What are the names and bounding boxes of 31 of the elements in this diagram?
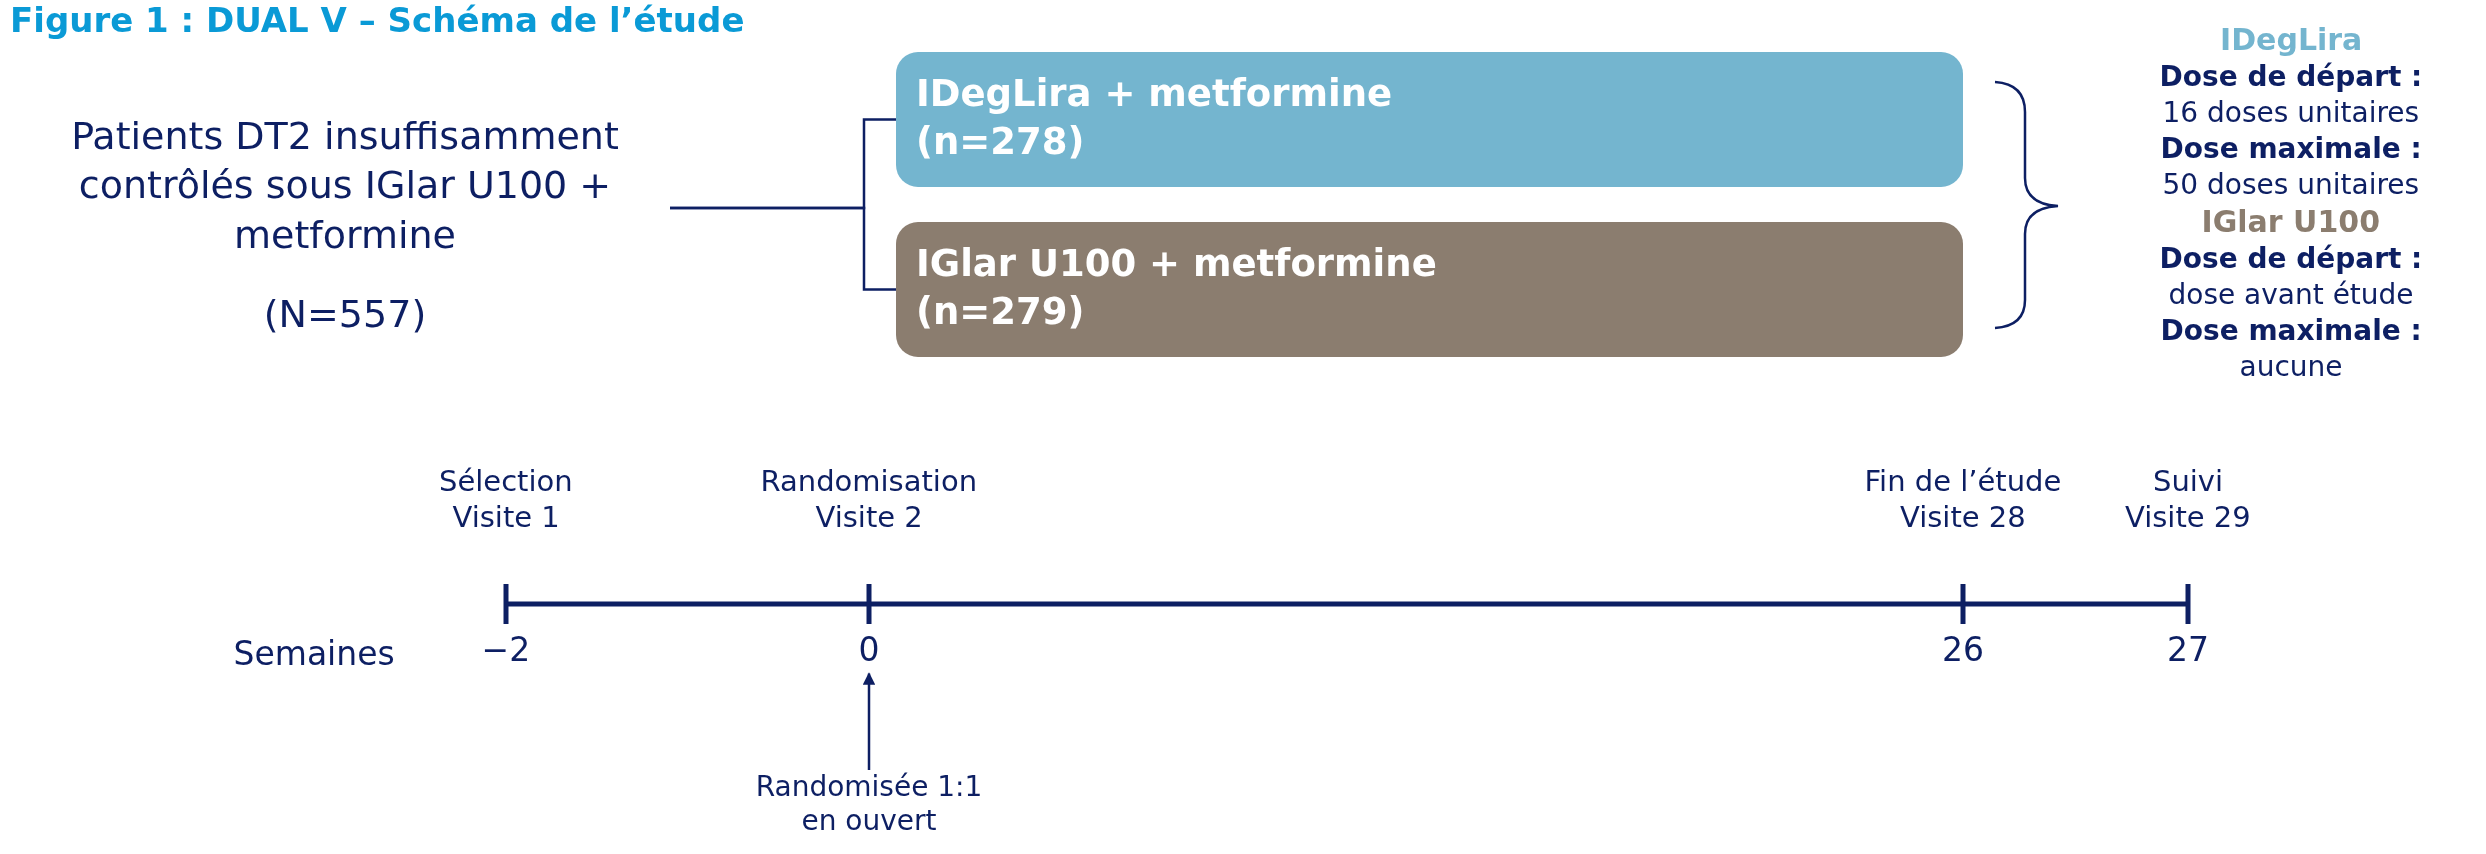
tick-label: −2	[481, 630, 531, 669]
tick-label: 0	[849, 630, 889, 670]
axis-label: Semaines	[233, 634, 395, 673]
arm-heading: IGlar U100	[2201, 204, 2381, 239]
visit-label: Visite 1	[452, 500, 560, 534]
figure-title: Figure 1 : DUAL V – Schéma de l’étude	[10, 0, 745, 40]
dose-value: dose avant étude	[2168, 278, 2414, 311]
visit-label: Sélection	[439, 464, 573, 498]
dose-label: Dose maximale :	[2160, 314, 2422, 347]
visit-label: Fin de l’étude	[1864, 464, 2062, 498]
dose-label: Dose de départ :	[2159, 242, 2423, 275]
randomisation-note: Randomisée 1:1 en ouvert	[744, 770, 994, 839]
tick-label: 27	[2167, 630, 2209, 669]
visit-label: Randomisation	[760, 464, 978, 498]
visit-label: Visite 2	[815, 500, 923, 534]
treatment-arm-box: IGlar U100 + metformine (n=279)	[896, 222, 1963, 357]
treatment-arm-box: IDegLira + metformine (n=278)	[896, 52, 1963, 187]
visit-label: Visite 29	[2125, 500, 2251, 534]
dose-label: Dose maximale :	[2160, 132, 2422, 165]
visit-label: Suivi	[2153, 464, 2224, 498]
patient-group-text: Patients DT2 insuffisamment contrôlés sous IGlar U100 + metformine	[70, 113, 620, 259]
arm-heading: IDegLira	[2220, 22, 2363, 57]
tick-label: 26	[1942, 630, 1984, 669]
dose-value: aucune	[2239, 350, 2343, 383]
dose-value: 50 doses unitaires	[2162, 168, 2420, 201]
dose-value: 16 doses unitaires	[2162, 96, 2420, 129]
connector-line	[670, 206, 896, 291]
arrow	[862, 672, 876, 770]
sample-size-text: (N=557)	[262, 291, 428, 339]
visit-label: Visite 28	[1900, 500, 2026, 534]
dose-label: Dose de départ :	[2159, 60, 2423, 93]
